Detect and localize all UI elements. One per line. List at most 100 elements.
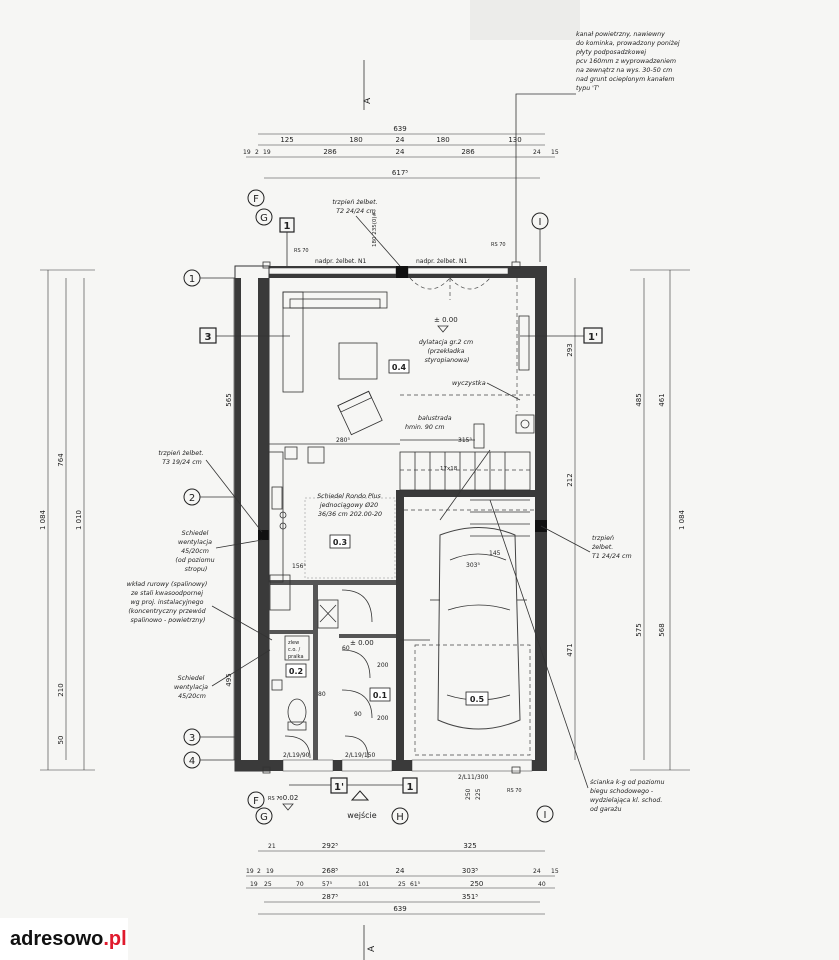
level-mark-hall: ± 0.00 (350, 639, 374, 647)
dim-bot-351: 351⁵ (462, 893, 478, 901)
dim-right-293: 293 (566, 343, 574, 356)
dim-left-50: 50 (57, 736, 65, 745)
axis-2: 2 (189, 493, 195, 504)
level-mark-low: - 0.02 (278, 794, 298, 802)
dim-200a: 200 (377, 662, 389, 669)
axis-markers: F G I 1 2 3 4 F G H I (183, 189, 554, 825)
dim-bot-57: 57⁵ (322, 881, 333, 888)
dim-right-471: 471 (566, 643, 574, 656)
dim-top-639: 639 (393, 125, 406, 133)
dim-bot-25a: 25 (264, 881, 272, 888)
dim-left-1084: 1 084 (39, 509, 47, 530)
level-mark-top: ± 0.00 (434, 316, 458, 324)
dim-145: 145 (489, 550, 501, 557)
sink-label-2: c.o. / (288, 647, 300, 653)
dim-top-180b: 180 (436, 136, 449, 144)
axis-H-bottom: H (396, 812, 404, 823)
room-0-3: 0.3 (333, 538, 347, 547)
note-dilatation: dylatacja gr.2 cm (przekładka styropiano… (419, 338, 475, 364)
dim-left-1010: 1 010 (75, 510, 83, 530)
axis-G-bottom: G (260, 812, 268, 823)
dim-200b: 200 (377, 715, 389, 722)
note-pillar-t3: trzpień żelbet. T3 19/24 cm (158, 449, 205, 466)
dim-80: 80 (318, 691, 326, 698)
rs70-bl: RS 70 (268, 796, 283, 802)
dim-right-461: 461 (658, 393, 666, 406)
rs70-tl: RS 70 (294, 248, 309, 254)
sink-label-3: pralka (288, 654, 304, 660)
note-cleanout: wyczystka (452, 379, 486, 387)
stair-size: 17x18 (440, 466, 458, 472)
garage (404, 509, 535, 756)
note-pillar-t1: trzpień żelbet. T1 24/24 cm (591, 534, 632, 560)
dims-right: 1 084 485 461 293 212 471 575 568 (566, 269, 690, 771)
dim-90: 90 (354, 711, 362, 718)
dim-250: 250 (465, 788, 472, 800)
dim-bot-25b: 25 (398, 881, 406, 888)
dim-left-764: 764 (57, 453, 65, 467)
staircase (399, 449, 531, 537)
entrance-label: wejście (347, 810, 376, 820)
door-2l: 2/L19/90 (283, 752, 310, 759)
section-1p-right: 1' (588, 332, 598, 343)
dim-bot-292: 292⁵ (322, 842, 338, 850)
dim-top-24b: 24 (396, 148, 405, 156)
dim-bot-24a: 24 (396, 867, 405, 875)
dim-top-19a: 19 (243, 149, 251, 156)
lintel-right: nadpr. żelbet. N1 (416, 258, 467, 265)
dim-top-286a: 286 (323, 148, 337, 156)
lintel-left: nadpr. żelbet. N1 (315, 258, 366, 265)
dims-left: 1 084 1 010 764 565 495 210 50 (39, 269, 235, 771)
section-a-top: A (363, 97, 373, 104)
adresowo-logo[interactable]: adresowo.pl (0, 918, 128, 960)
dim-bot-15: 15 (551, 868, 559, 875)
dim-top-19b: 19 (263, 149, 271, 156)
section-1-top: 1 (284, 221, 291, 232)
dim-280: 280⁵ (336, 437, 350, 444)
dim-top-125: 125 (280, 136, 293, 144)
dim-bot-101: 101 (358, 881, 370, 888)
dim-60: 60 (342, 645, 350, 652)
section-a-bottom: A (367, 945, 377, 952)
rs70-br: RS 70 (507, 788, 522, 794)
dim-bot-21: 21 (268, 843, 276, 850)
dim-left-565: 565 (225, 393, 233, 406)
dim-top-130: 130 (508, 136, 521, 144)
note-pillar-t2: trzpień żelbet. T2 24/24 cm (332, 198, 379, 215)
dim-top-15: 15 (551, 149, 559, 156)
dims-bottom: 21 292⁵ 325 19 2 19 268⁵ 24 303⁵ 24 15 1… (246, 842, 559, 915)
dim-bot-287: 287⁵ (322, 893, 338, 901)
rs70-marks: RS 70 RS 70 RS 70 RS 70 (262, 242, 522, 802)
dim-bot-70: 70 (296, 881, 304, 888)
axis-G-top: G (260, 213, 268, 224)
note-air-duct: kanał powietrzny, nawiewny do kominka, p… (575, 30, 682, 92)
room-0-1: 0.1 (373, 691, 388, 700)
rs70-tr: RS 70 (491, 242, 506, 248)
dim-bot-303: 303⁵ (462, 867, 478, 875)
dim-225: 225 (475, 788, 482, 800)
dim-bot-24b: 24 (533, 868, 541, 875)
background-blur (470, 0, 580, 40)
dim-right-485: 485 (635, 393, 643, 406)
kitchen-bath (268, 443, 430, 759)
note-pipe-insert: wkład rurowy (spalinowy) ze stali kwasoo… (127, 581, 210, 624)
dim-top-2: 2 (255, 149, 259, 156)
garage-door: 2/L11/300 (458, 774, 488, 781)
dim-left-210: 210 (57, 683, 65, 696)
dim-bot-2: 2 (257, 868, 261, 875)
section-markers: 1 3 1' 1' 1 (199, 217, 603, 794)
axis-I-top: I (539, 217, 542, 228)
dim-bot-19b: 19 (266, 868, 274, 875)
dim-right-212: 212 (566, 473, 574, 486)
room-0-5: 0.5 (470, 695, 485, 704)
axis-I-bottom: I (544, 810, 547, 821)
note-chimney: Schiedel Rondo Plus jednociągowy Ø20 36/… (317, 493, 383, 518)
dim-top-24: 24 (396, 136, 405, 144)
walls (234, 265, 547, 772)
dim-bot-19a: 19 (246, 868, 254, 875)
logo-main: adresowo (10, 927, 104, 950)
dim-left-495: 495 (225, 673, 233, 686)
section-1-bottom: 1 (407, 782, 414, 793)
